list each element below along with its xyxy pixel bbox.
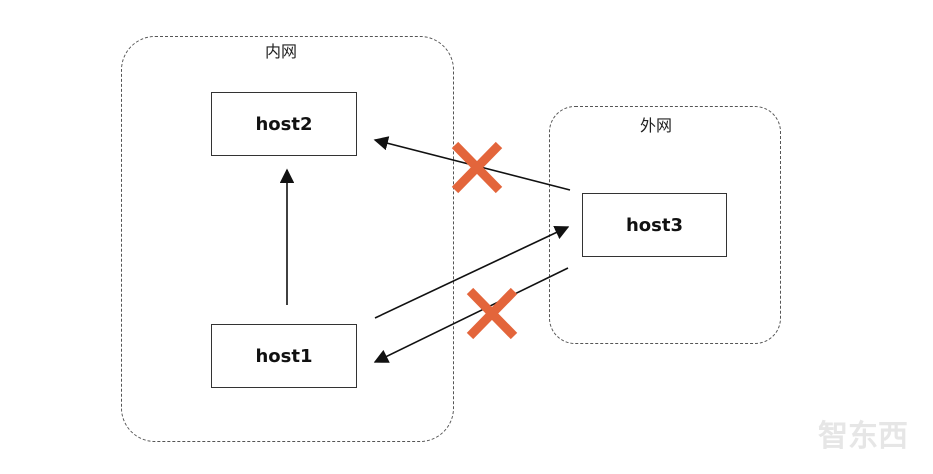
host1-box: host1 (211, 324, 357, 388)
blocked-x-icon-bottom (466, 287, 518, 340)
host3-box: host3 (582, 193, 727, 257)
watermark-text: 智东西 (818, 419, 908, 454)
extranet-zone-label: 外网 (640, 116, 673, 135)
blocked-x-icon-top (451, 141, 503, 194)
intranet-zone-label: 内网 (265, 42, 298, 61)
extranet-zone (549, 106, 781, 344)
host2-box: host2 (211, 92, 357, 156)
watermark-logo: 智东西 (818, 419, 908, 454)
